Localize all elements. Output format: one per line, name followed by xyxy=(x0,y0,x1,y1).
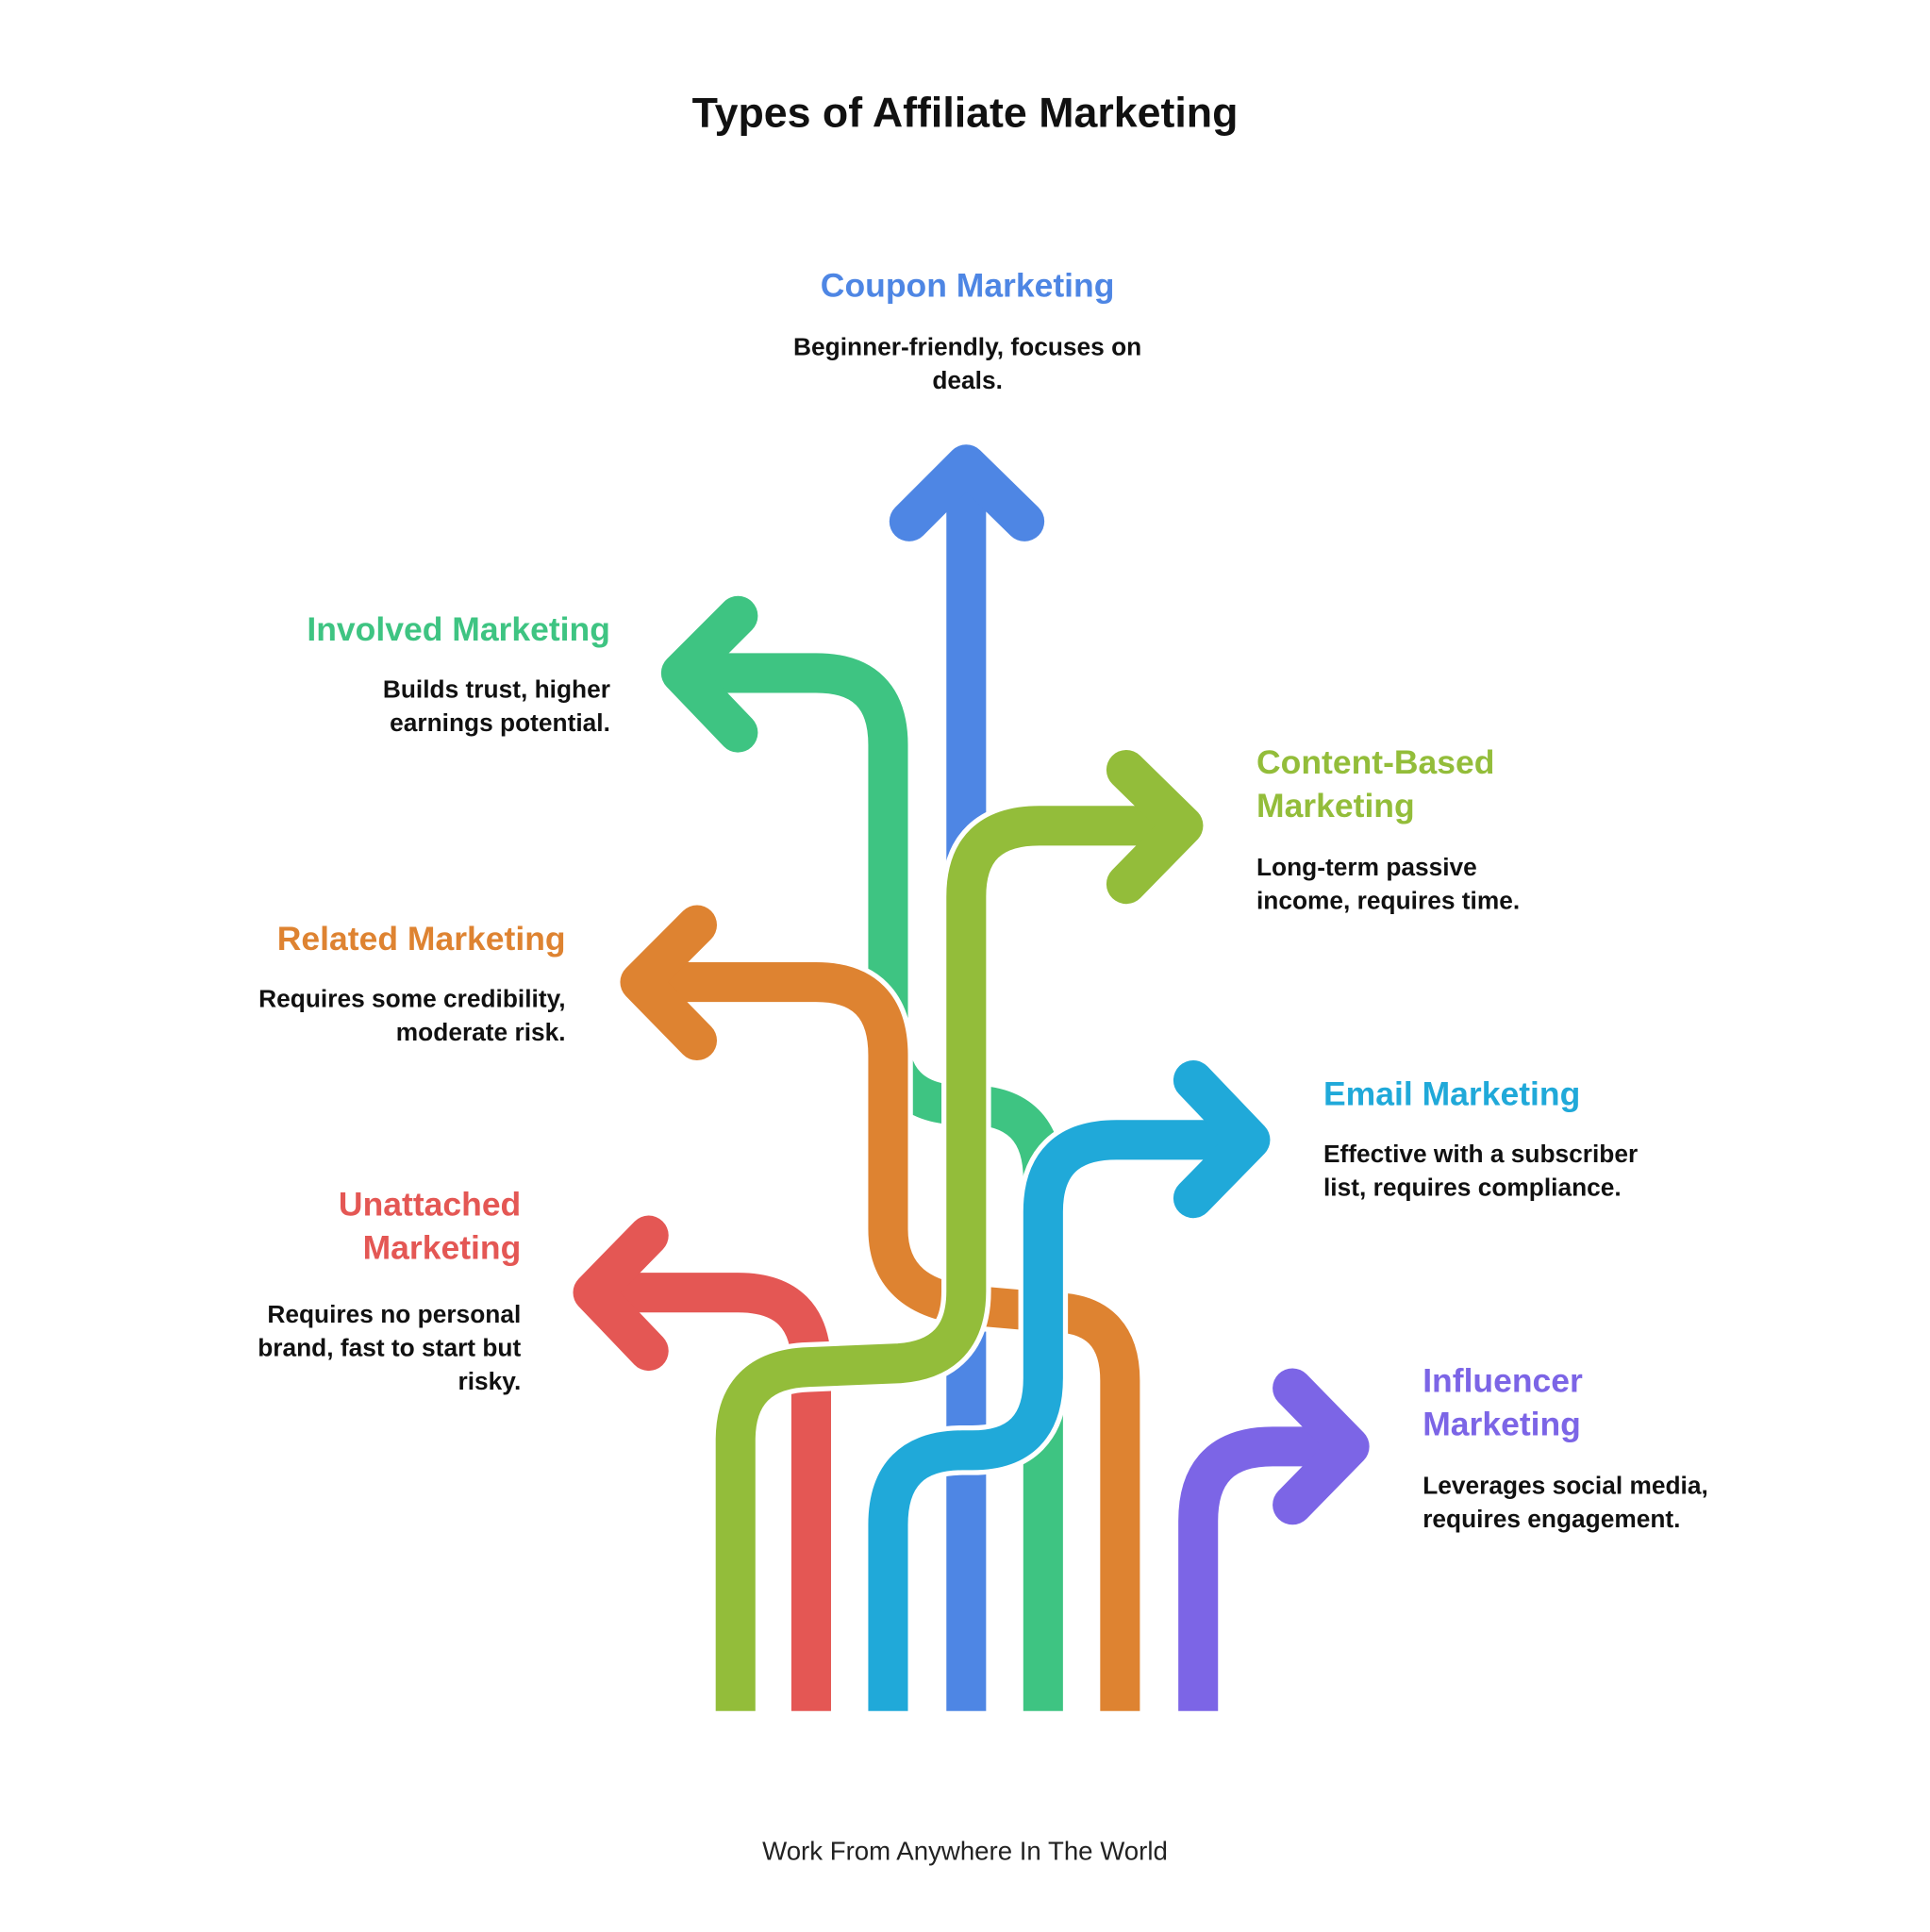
content-heading: Content-Based Marketing xyxy=(1256,743,1495,824)
influencer-arrow-shaft xyxy=(1178,1426,1346,1711)
influencer-heading: Influencer Marketing xyxy=(1423,1361,1583,1443)
coupon-desc: Beginner-friendly, focuses on deals. xyxy=(793,334,1142,395)
involved-arrow-head xyxy=(660,595,758,753)
influencer-arrow xyxy=(1173,1363,1374,1711)
unattached-desc: Requires no personal brand, fast to star… xyxy=(258,1301,522,1396)
email-desc: Effective with a subscriber list, requir… xyxy=(1323,1141,1639,1203)
coupon-arrow-head xyxy=(889,444,1045,541)
content-arrow-head xyxy=(1106,749,1204,905)
related-heading: Related Marketing xyxy=(276,920,566,958)
influencer-arrow-head xyxy=(1273,1368,1370,1525)
unattached-arrow xyxy=(568,1210,837,1711)
related-desc: Requires some credibility, moderate risk… xyxy=(258,986,566,1047)
related-arrow-head xyxy=(620,905,718,1061)
email-arrow xyxy=(863,1055,1275,1711)
involved-heading: Involved Marketing xyxy=(307,610,610,649)
content-arrow-shaft xyxy=(715,806,1181,1711)
email-arrow-shaft xyxy=(868,1120,1248,1711)
related-arrow xyxy=(615,900,1145,1711)
involved-desc: Builds trust, higher earnings potential. xyxy=(382,676,610,738)
diagram-title: Types of Affiliate Marketing xyxy=(691,89,1239,137)
content-arrow xyxy=(710,744,1208,1711)
coupon-heading: Coupon Marketing xyxy=(820,266,1115,305)
influencer-desc: Leverages social media, requires engagem… xyxy=(1423,1473,1708,1534)
unattached-heading: Unattached Marketing xyxy=(338,1185,522,1267)
email-arrow-head xyxy=(1173,1060,1271,1219)
footer-text: Work From Anywhere In The World xyxy=(762,1837,1168,1867)
unattached-arrow-head xyxy=(573,1215,669,1372)
content-desc: Long-term passive income, requires time. xyxy=(1256,854,1521,916)
email-heading: Email Marketing xyxy=(1323,1074,1581,1113)
related-arrow-shaft xyxy=(640,962,1140,1711)
